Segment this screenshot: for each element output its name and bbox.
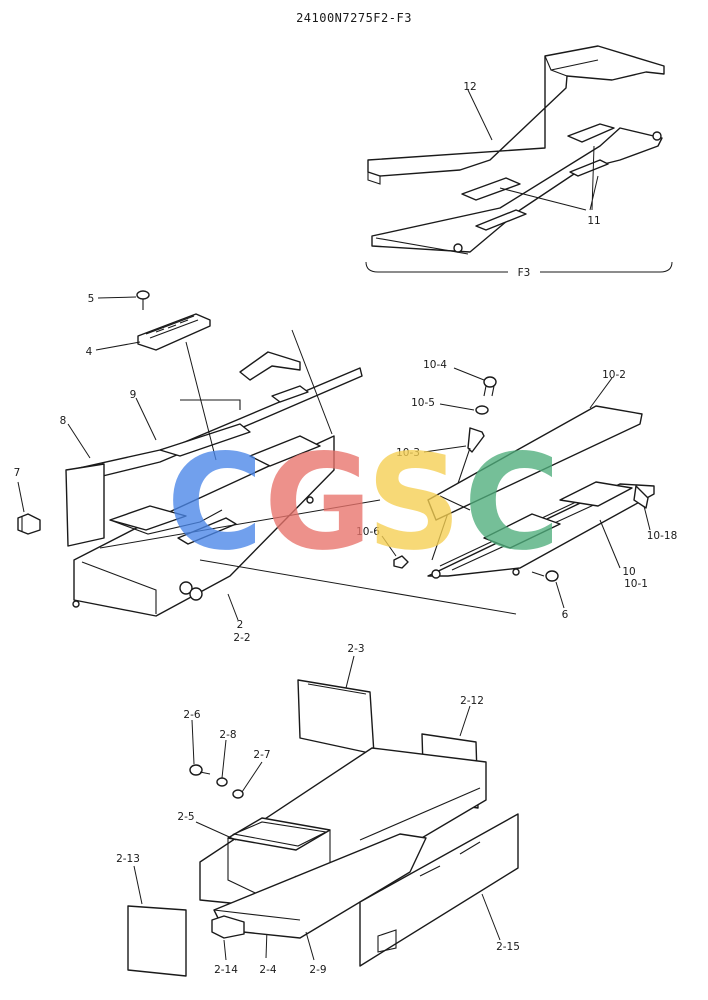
bottom-group: 2-3 2-12 2-6 2-8 2-7	[116, 643, 520, 977]
label-part-2-6: 2-6	[183, 709, 200, 721]
label-part-2: 2	[237, 619, 244, 631]
part-10-4-screw	[483, 376, 497, 397]
label-part-2-15: 2-15	[496, 941, 520, 953]
label-part-10-3: 10-3	[396, 447, 420, 459]
part-7-knob	[17, 513, 41, 535]
label-part-8: 8	[60, 415, 67, 427]
part-2-8-nut	[216, 777, 228, 787]
label-part-2-7: 2-7	[253, 749, 270, 761]
label-part-2-4: 2-4	[259, 964, 276, 976]
label-f3: F3	[518, 267, 531, 279]
part-10-2-lid	[427, 405, 643, 521]
watermark-letter-1: C	[167, 426, 264, 580]
part-10-1-frame	[427, 481, 655, 579]
label-part-10-5: 10-5	[411, 397, 435, 409]
label-part-2-5: 2-5	[177, 811, 194, 823]
part-10-5-washer	[475, 405, 489, 415]
f3-group: F3 12 11	[365, 45, 673, 279]
label-part-2-2: 2-2	[233, 632, 250, 644]
f3-bracket	[365, 261, 673, 273]
label-part-2-8: 2-8	[219, 729, 236, 741]
part-2-14-block	[211, 915, 245, 939]
part-8-plate	[65, 463, 105, 547]
watermark-letter-2: G	[264, 426, 372, 580]
label-part-9: 9	[130, 389, 137, 401]
part-2-6-screw	[189, 764, 211, 776]
label-part-2-14: 2-14	[214, 964, 238, 976]
part-12-frame	[367, 45, 665, 185]
label-part-10-6: 10-6	[356, 526, 380, 538]
watermark-letter-4: C	[464, 426, 561, 580]
part-5-screw	[136, 290, 150, 310]
label-part-2-12: 2-12	[460, 695, 484, 707]
part-2-7-washer	[232, 789, 244, 799]
label-part-2-13: 2-13	[116, 853, 140, 865]
part-10-6-nut	[393, 555, 409, 569]
part-2-3-plate	[297, 679, 375, 755]
label-part-12: 12	[463, 81, 476, 93]
watermark-letter-3: S	[366, 426, 461, 580]
label-part-7: 7	[14, 467, 21, 479]
label-part-2-9: 2-9	[309, 964, 326, 976]
diagram-title: 24100N7275F2-F3	[296, 11, 412, 25]
label-part-4: 4	[86, 346, 93, 358]
f3-base-plate	[371, 127, 663, 255]
part-2-main-tray	[72, 435, 335, 617]
part-2-13-panel	[127, 905, 187, 977]
label-part-10: 10	[622, 566, 635, 578]
label-part-10-1: 10-1	[624, 578, 648, 590]
middle-left-group: 5 4 9 8 7	[14, 290, 517, 644]
label-part-5: 5	[88, 293, 95, 305]
part-11-slots	[461, 123, 615, 231]
part-4-switch-panel	[137, 313, 211, 351]
label-part-10-18: 10-18	[647, 530, 678, 542]
part-2-15-side-panel	[359, 813, 519, 967]
part-6-pin	[531, 570, 559, 582]
label-part-2-3: 2-3	[347, 643, 364, 655]
label-part-10-4: 10-4	[423, 359, 447, 371]
label-part-10-2: 10-2	[602, 369, 626, 381]
middle-right-group: 10-4 10-5 10-3 10-6 10-2	[356, 359, 677, 621]
label-part-11: 11	[587, 215, 600, 227]
label-part-6: 6	[562, 609, 569, 621]
cgsc-watermark: C G S C	[167, 426, 561, 580]
